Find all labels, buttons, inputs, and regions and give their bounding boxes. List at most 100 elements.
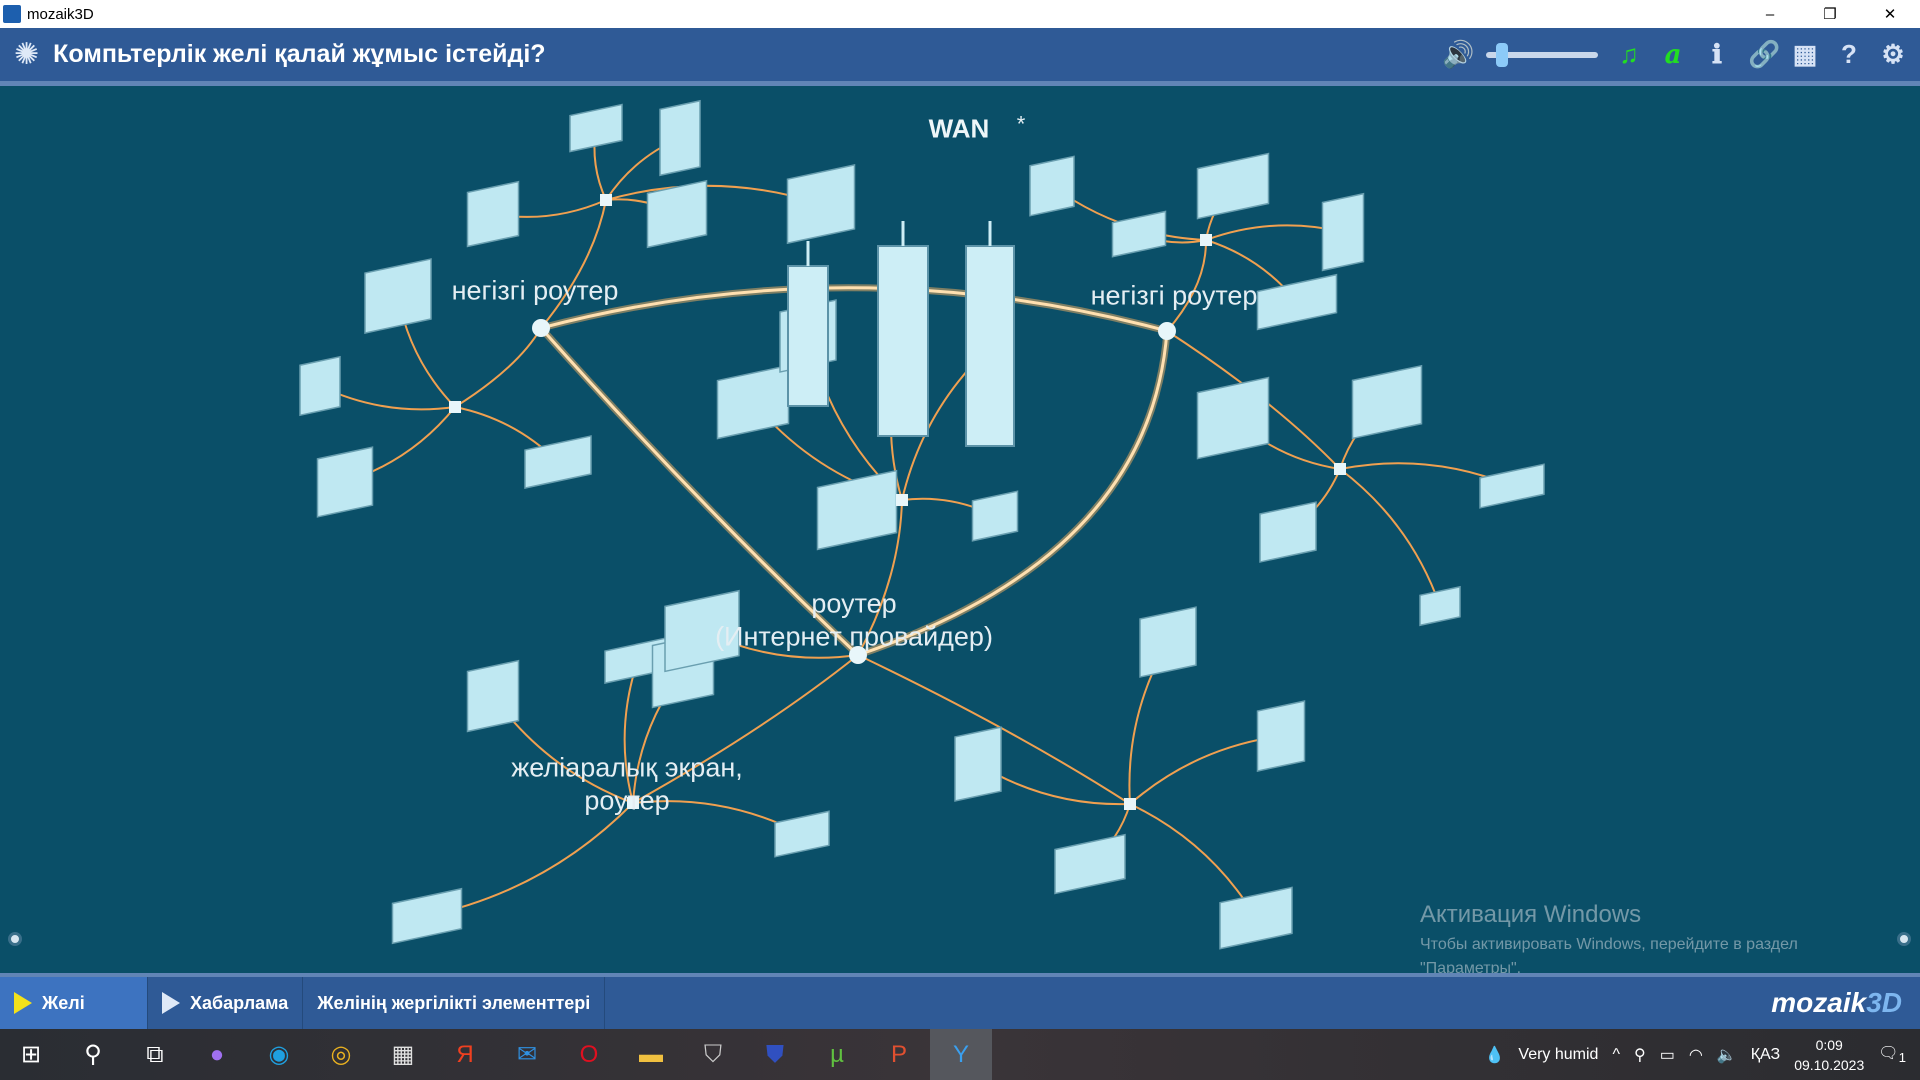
isp-router-label-1: роутер	[811, 588, 897, 619]
store-icon[interactable]: ▦	[391, 1041, 415, 1068]
building	[391, 887, 463, 945]
building	[316, 446, 374, 518]
router-link	[454, 327, 542, 408]
page-title: Компьтерлік желі қалай жұмыс істейді?	[53, 40, 546, 68]
restore-button[interactable]: ❐	[1823, 6, 1837, 23]
cable	[1339, 468, 1441, 607]
explorer-icon[interactable]: ▬	[639, 1040, 663, 1068]
tray-chevron-icon[interactable]: ^	[1612, 1045, 1620, 1063]
building	[954, 726, 1002, 802]
minimize-button[interactable]: –	[1765, 5, 1775, 23]
alice-icon[interactable]: ●	[209, 1040, 225, 1068]
switch-node	[1124, 798, 1136, 810]
building	[1256, 273, 1338, 331]
play-icon	[162, 992, 180, 1014]
font-icon[interactable]: a	[1664, 39, 1682, 70]
switch-node	[1334, 463, 1346, 475]
battery-icon[interactable]: ▭	[1659, 1046, 1675, 1064]
powerpoint-icon[interactable]: P	[890, 1040, 907, 1068]
wifi-icon[interactable]: ◠	[1688, 1046, 1703, 1064]
building	[466, 659, 520, 733]
backbone-link	[857, 330, 1169, 657]
speaker-icon[interactable]: 🔊	[1442, 39, 1475, 69]
tab-network[interactable]: Желі	[0, 977, 148, 1029]
network-diagram	[299, 99, 1545, 950]
main-router-right-label: негізгі роутер	[1090, 280, 1258, 311]
play-icon	[14, 992, 32, 1014]
weather-icon: 💧	[1484, 1046, 1505, 1064]
left-nav-dot[interactable]	[8, 932, 22, 946]
building	[1351, 364, 1423, 440]
building	[1196, 376, 1270, 460]
wan-label: WAN	[928, 113, 990, 144]
tab-label: Желінің жергілікті элементтері	[317, 992, 591, 1013]
main-router-left-label: негізгі роутер	[451, 275, 619, 306]
notifications-icon[interactable]: 🗨1	[1878, 1045, 1906, 1066]
location-icon[interactable]: ⚲	[1633, 1046, 1646, 1064]
main-router-node	[1158, 322, 1176, 340]
building	[774, 810, 830, 858]
tab-local-elements[interactable]: Желінің жергілікті элементтері	[303, 977, 606, 1029]
firewall-label-1: желіаралық экран,	[511, 752, 743, 783]
building	[659, 99, 701, 177]
building	[1139, 606, 1197, 678]
switch-node	[896, 494, 908, 506]
opera-icon[interactable]: O	[579, 1040, 599, 1068]
building	[664, 589, 740, 673]
link-icon[interactable]: 🔗	[1748, 39, 1781, 69]
building	[1111, 210, 1167, 258]
volume-icon[interactable]: 🔈	[1716, 1046, 1737, 1064]
building	[1419, 585, 1461, 627]
skyscraper	[877, 245, 929, 437]
activation-text-2: "Параметры".	[1420, 960, 1522, 977]
music-icon[interactable]: ♫	[1619, 39, 1639, 69]
firewall-label-2: роутер	[584, 785, 670, 816]
building	[299, 355, 341, 417]
router-link	[1166, 239, 1208, 332]
tab-message[interactable]: Хабарлама	[148, 977, 304, 1029]
utorrent-icon[interactable]: µ	[830, 1040, 844, 1068]
switch-node	[1200, 234, 1212, 246]
wan-link	[540, 286, 1168, 333]
yandex-icon[interactable]: Я	[456, 1040, 474, 1068]
language-indicator[interactable]: ҚАЗ	[1750, 1045, 1781, 1063]
settings-icon[interactable]: ⚙	[1881, 39, 1905, 69]
edge-icon[interactable]: ◉	[268, 1041, 290, 1068]
shield-app-icon[interactable]: ⛉	[704, 1040, 722, 1068]
window-title: mozaik3D	[27, 5, 94, 23]
building	[646, 179, 708, 249]
info-icon[interactable]: ℹ	[1712, 39, 1722, 69]
badge-app-icon[interactable]: ⛊	[766, 1040, 784, 1068]
loading-icon: ✺	[14, 38, 40, 71]
building	[1219, 886, 1293, 950]
volume-slider[interactable]	[1486, 42, 1598, 67]
tab-label: Желі	[42, 992, 85, 1013]
volume-slider-knob[interactable]	[1496, 42, 1509, 67]
building	[569, 103, 623, 153]
chrome-icon[interactable]: ◎	[330, 1041, 352, 1068]
isp-router-label-2: (Интернет провайдер)	[715, 621, 993, 652]
help-icon[interactable]: ?	[1841, 39, 1857, 69]
building	[971, 490, 1019, 542]
mozaik-taskbar-icon[interactable]: Y	[930, 1029, 992, 1080]
building	[1321, 192, 1365, 272]
tab-label: Хабарлама	[190, 992, 289, 1013]
router-link	[857, 499, 903, 656]
right-nav-dot[interactable]	[1897, 932, 1911, 946]
search-icon[interactable]: ⚲	[84, 1041, 102, 1068]
close-button[interactable]: ✕	[1883, 6, 1897, 23]
task-view-icon[interactable]: ⧉	[146, 1040, 164, 1068]
activation-title: Активация Windows	[1420, 901, 1642, 928]
app-icon	[3, 5, 21, 23]
building	[816, 469, 898, 551]
mozaik-logo: mozaik3D	[1771, 987, 1902, 1018]
main-router-node	[532, 319, 550, 337]
grid-icon[interactable]: ▦	[1792, 39, 1818, 69]
start-icon[interactable]: ⊞	[20, 1041, 42, 1068]
mail-icon[interactable]: ✉	[516, 1041, 538, 1068]
building	[364, 258, 432, 334]
3d-scene[interactable]: WAN * негізгі роутер негізгі роутер роут…	[0, 86, 1920, 977]
weather-text[interactable]: Very humid	[1518, 1045, 1599, 1063]
building	[1054, 833, 1126, 895]
